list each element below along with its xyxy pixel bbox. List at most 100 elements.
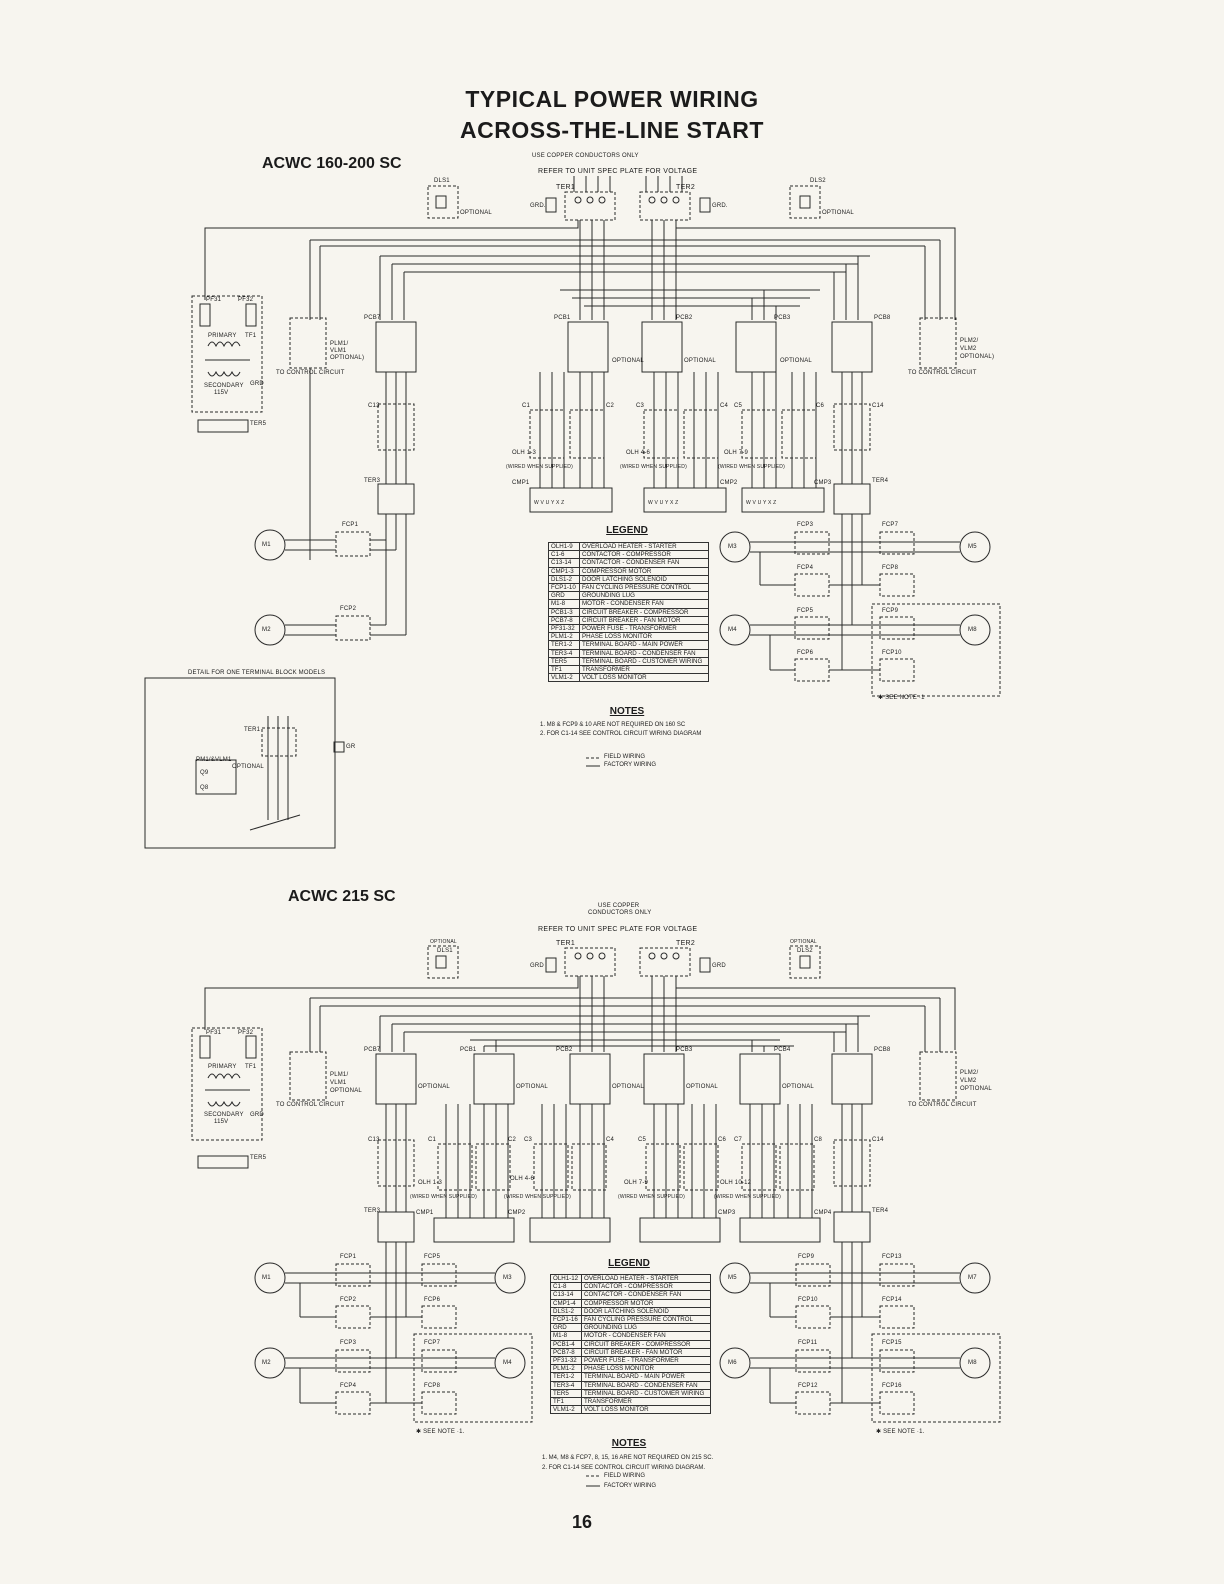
d2-dls1-optional: OPTIONAL (430, 939, 457, 945)
page-title-line1: TYPICAL POWER WIRING (465, 86, 759, 112)
legend-description: CONTACTOR - COMPRESSOR (579, 550, 709, 560)
legend-code: PCB7-8 (550, 1347, 582, 1358)
d2-note-1: 1. M4, M8 & FCP7, 8, 15, 16 ARE NOT REQU… (542, 1455, 714, 1461)
legend-description: PHASE LOSS MONITOR (581, 1364, 711, 1374)
d2-fcp13-box (879, 1263, 915, 1287)
d2-cmp2-label: CMP2 (508, 1210, 526, 1216)
d2-m4-label: M4 (503, 1360, 512, 1366)
d1-tf1-primary-coil (207, 341, 241, 348)
d2-pf31-label: PF31 (206, 1030, 222, 1036)
d2-m2-label: M2 (262, 1360, 271, 1366)
d1-plm1-label: PLM1/ (330, 341, 349, 347)
d1-c3-label: C3 (636, 403, 645, 409)
d2-ter1-block (564, 947, 616, 977)
d1-cmp1-label: CMP1 (512, 480, 530, 486)
d2-olh13-label: OLH 1-3 (418, 1180, 443, 1186)
d1-fcp3-box (794, 531, 830, 555)
d1-ter2-label: TER2 (676, 184, 696, 191)
d1-dls2-coil (799, 195, 811, 209)
d1-dls1-coil (435, 195, 447, 209)
d2-c6-label: C6 (718, 1137, 727, 1143)
d2-fcp7-box (421, 1349, 457, 1373)
d2-ter4 (833, 1211, 871, 1243)
d2-m3-circle (494, 1262, 526, 1294)
d2-fcp9-label: FCP9 (798, 1254, 815, 1260)
d1-m5-label: M5 (968, 544, 977, 550)
d2-c3 (533, 1143, 569, 1191)
d2-fcp4-label: FCP4 (340, 1383, 357, 1389)
d1-to-control-left: TO CONTROL CIRCUIT (276, 370, 345, 376)
d1-olh13-label: OLH 1-3 (512, 450, 537, 456)
d2-pcb1-optional: OPTIONAL (418, 1084, 450, 1090)
d2-supply-note1b: CONDUCTORS ONLY (588, 910, 652, 916)
d1-secondary-label: SECONDARY (204, 383, 244, 389)
d2-fcp7-label: FCP7 (424, 1340, 441, 1346)
d2-m8-circle (959, 1347, 991, 1379)
d2-fcp5-label: FCP5 (424, 1254, 441, 1260)
legend-description: MOTOR - CONDENSER FAN (579, 599, 709, 609)
d2-bus (204, 976, 956, 1052)
d1-m1-label: M1 (262, 542, 271, 548)
d1-detail-box (144, 677, 336, 849)
d1-ter2-block (639, 191, 691, 221)
d1-plm2-label: PLM2/ (960, 338, 979, 344)
legend-description: TERMINAL BOARD - CONDENSER FAN (581, 1380, 711, 1390)
d1-tf1-label: TF1 (245, 333, 257, 339)
d2-pf32-fuse (245, 1035, 257, 1059)
d1-pcb3-optional: OPTIONAL (684, 358, 716, 364)
d1-vlm1-label: VLM1 (330, 348, 347, 354)
d2-pf31-fuse (199, 1035, 211, 1059)
d2-transformer-box (191, 1027, 263, 1141)
d2-dls2-box (789, 945, 821, 979)
d1-left-fan-wires (285, 368, 407, 636)
d2-optional-m4-region (413, 1333, 533, 1423)
d1-plm1-optional: OPTIONAL) (330, 355, 365, 361)
legend-code: TF1 (550, 1397, 582, 1407)
d2-m3-label: M3 (503, 1275, 512, 1281)
d2-c3-label: C3 (524, 1137, 533, 1143)
d1-fcp1-box (335, 531, 371, 557)
d2-m7-circle (959, 1262, 991, 1294)
d1-detail-gr: GR (346, 744, 356, 750)
d1-cmp3-label: CMP3 (814, 480, 832, 486)
legend-description: FAN CYCLING PRESSURE CONTROL (581, 1315, 711, 1325)
d2-pcb2-label: PCB2 (556, 1047, 573, 1053)
d1-fcp8-label: FCP8 (882, 565, 899, 571)
d1-grd-label-right: GRD. (712, 203, 728, 209)
d1-pcb3-label: PCB3 (774, 315, 791, 321)
d2-to-control-right: TO CONTROL CIRCUIT (908, 1102, 977, 1108)
d2-plm2-label: PLM2/ (960, 1070, 979, 1076)
d1-pcb7-label: PCB7 (364, 315, 381, 321)
d2-fcp1-box (335, 1263, 371, 1287)
d2-ter-circles (574, 952, 680, 960)
d2-fcp10-label: FCP10 (798, 1297, 818, 1303)
d2-factory-wiring: FACTORY WIRING (604, 1483, 657, 1489)
d2-ter3-label: TER3 (364, 1208, 381, 1214)
d2-fcp16-label: FCP16 (882, 1383, 902, 1389)
d2-tf1-label: TF1 (245, 1064, 257, 1070)
legend-description: PHASE LOSS MONITOR (579, 632, 709, 642)
legend-description: MOTOR - CONDENSER FAN (581, 1331, 711, 1341)
d2-c14-label: C14 (872, 1137, 884, 1143)
legend-code: DLS1-2 (550, 1306, 582, 1317)
d2-c7-label: C7 (734, 1137, 743, 1143)
legend-description: VOLT LOSS MONITOR (579, 673, 709, 683)
d2-plm2-optional: OPTIONAL (960, 1086, 992, 1092)
d1-detail-optional: OPTIONAL (232, 764, 264, 770)
d2-olh46-label: OLH 4-6 (510, 1176, 535, 1182)
d2-compressor-feeders (445, 1104, 813, 1218)
d2-c6 (683, 1143, 719, 1191)
d2-dls1-coil (435, 955, 447, 969)
d1-m4-label: M4 (728, 627, 737, 633)
d2-m5-circle (719, 1262, 751, 1294)
d1-wired-when-3: (WIRED WHEN SUPPLIED) (718, 464, 785, 470)
